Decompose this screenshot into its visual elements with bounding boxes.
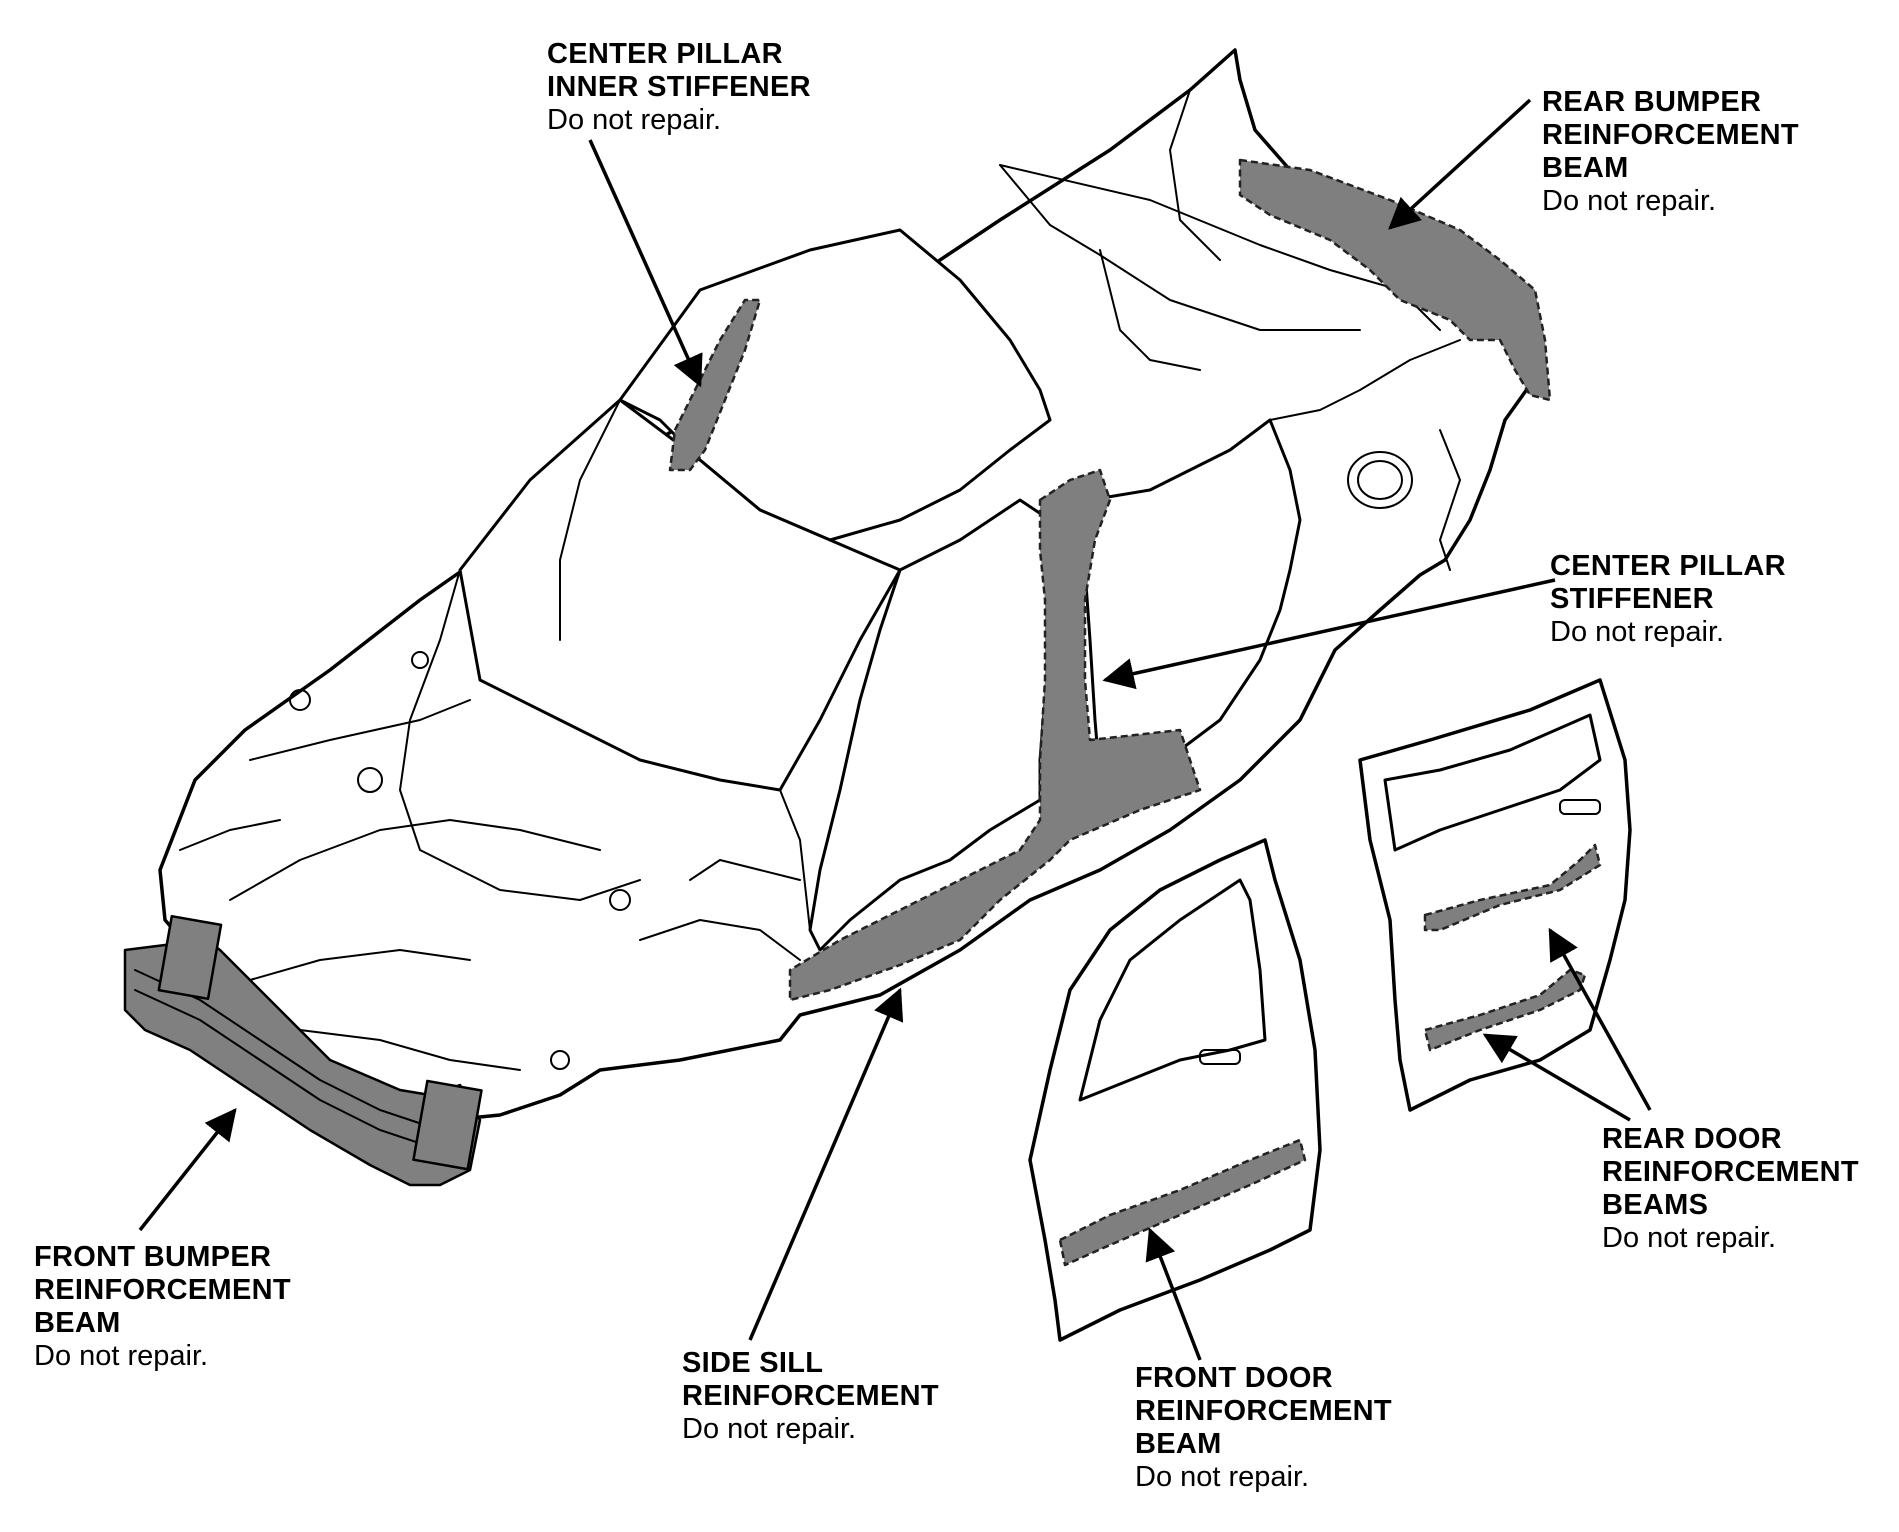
- leader-rear-door-lower: [1482, 1033, 1631, 1122]
- callout-title: CENTER PILLAR INNER STIFFENER: [547, 38, 811, 103]
- inner-frame-details: [179, 89, 1461, 1071]
- leader-rear-bumper-beam: [1388, 98, 1532, 230]
- callout-note: Do not repair.: [1602, 1222, 1777, 1254]
- callout-note: Do not repair.: [1542, 185, 1717, 217]
- rear-door-upper-beam-part: [1423, 843, 1602, 932]
- rear-door: [1358, 678, 1632, 1112]
- leader-front-door-beam: [1145, 1227, 1202, 1361]
- callout-title: FRONT DOOR REINFORCEMENT BEAM: [1135, 1362, 1392, 1460]
- roof-and-windows: [458, 164, 1441, 952]
- callout-title: SIDE SILL REINFORCEMENT: [682, 1347, 939, 1412]
- callout-title: FRONT BUMPER REINFORCEMENT BEAM: [34, 1241, 291, 1339]
- callout-side-sill-reinforcement: SIDE SILL REINFORCEMENT Do not repair.: [682, 1347, 939, 1446]
- leader-center-pillar-inner-stiffener: [588, 139, 703, 388]
- center-pillar-inner-stiffener-part: [668, 298, 762, 472]
- callout-note: Do not repair.: [547, 104, 722, 136]
- leader-center-pillar-stiffener: [1102, 578, 1556, 690]
- callout-note: Do not repair.: [682, 1413, 857, 1445]
- callout-rear-bumper-reinforcement-beam: REAR BUMPER REINFORCEMENT BEAM Do not re…: [1542, 86, 1799, 218]
- highlighted-parts: [123, 158, 1552, 1187]
- callout-note: Do not repair.: [34, 1340, 209, 1372]
- callout-title: CENTER PILLAR STIFFENER: [1550, 550, 1786, 615]
- center-pillar-stiffener-part: [788, 468, 1202, 1002]
- leader-front-bumper: [138, 1107, 237, 1232]
- front-door: [1028, 838, 1322, 1342]
- rear-bumper-reinforcement-beam-part: [1238, 158, 1552, 402]
- callout-title: REAR BUMPER REINFORCEMENT BEAM: [1542, 86, 1799, 184]
- callout-title: REAR DOOR REINFORCEMENT BEAMS: [1602, 1123, 1859, 1221]
- callout-note: Do not repair.: [1550, 616, 1725, 648]
- callout-rear-door-reinforcement-beams: REAR DOOR REINFORCEMENT BEAMS Do not rep…: [1602, 1123, 1859, 1255]
- callout-front-bumper-reinforcement-beam: FRONT BUMPER REINFORCEMENT BEAM Do not r…: [34, 1241, 291, 1373]
- callout-note: Do not repair.: [1135, 1461, 1310, 1493]
- callout-center-pillar-inner-stiffener: CENTER PILLAR INNER STIFFENER Do not rep…: [547, 38, 811, 137]
- leader-lines: [138, 98, 1652, 1361]
- leader-rear-door-upper: [1548, 927, 1652, 1111]
- rear-door-lower-beam-part: [1423, 968, 1587, 1052]
- front-bumper-reinforcement-beam-part: [123, 933, 482, 1187]
- front-door-reinforcement-beam-part: [1058, 1138, 1307, 1267]
- leader-side-sill: [748, 987, 904, 1341]
- callout-front-door-reinforcement-beam: FRONT DOOR REINFORCEMENT BEAM Do not rep…: [1135, 1362, 1392, 1494]
- callout-center-pillar-stiffener: CENTER PILLAR STIFFENER Do not repair.: [1550, 550, 1786, 649]
